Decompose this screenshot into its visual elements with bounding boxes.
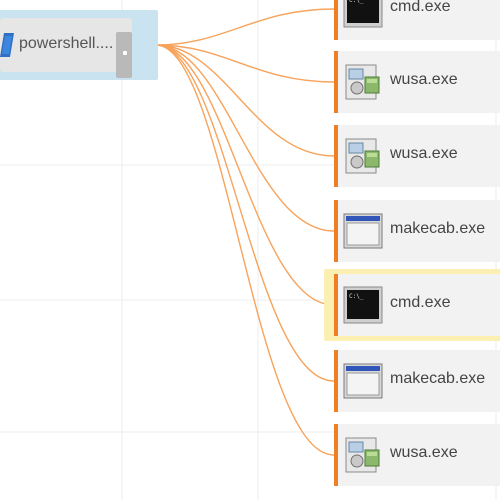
window-icon	[343, 213, 383, 249]
powershell-icon	[0, 33, 14, 57]
installer-icon	[345, 437, 380, 473]
edge-6	[155, 44, 335, 456]
handle-grip-icon	[123, 51, 127, 55]
child-process-label: wusa.exe	[390, 444, 458, 461]
node-accent-bar	[334, 350, 338, 412]
parent-process-box[interactable]: powershell....	[0, 18, 132, 72]
child-process-node-cmd-selected[interactable]: C:\_ cmd.exe	[334, 274, 500, 336]
child-process-node-makecab[interactable]: makecab.exe	[334, 350, 500, 412]
node-accent-bar	[334, 125, 338, 187]
parent-process-label: powershell....	[19, 35, 114, 52]
node-accent-bar	[334, 274, 338, 336]
expand-handle[interactable]	[116, 32, 132, 78]
child-process-label: cmd.exe	[390, 0, 451, 15]
node-accent-bar	[334, 0, 338, 40]
child-process-node-cmd[interactable]: C:\_ cmd.exe	[334, 0, 500, 40]
node-accent-bar	[334, 200, 338, 262]
child-process-node-wusa[interactable]: wusa.exe	[334, 424, 500, 486]
edge-0	[155, 8, 335, 46]
child-process-node-wusa[interactable]: wusa.exe	[334, 51, 500, 113]
window-icon	[343, 363, 383, 399]
child-process-label: wusa.exe	[390, 145, 458, 162]
child-process-label: makecab.exe	[390, 220, 486, 237]
svg-text:C:\_: C:\_	[349, 293, 364, 300]
child-process-label: cmd.exe	[390, 294, 451, 311]
node-accent-bar	[334, 424, 338, 486]
edge-3	[155, 44, 335, 232]
parent-process-node[interactable]: powershell....	[0, 10, 158, 80]
child-process-node-wusa[interactable]: wusa.exe	[334, 125, 500, 187]
child-process-label: wusa.exe	[390, 71, 458, 88]
console-icon: C:\_	[343, 286, 383, 324]
edge-1	[155, 44, 335, 83]
child-process-label: makecab.exe	[390, 370, 486, 387]
node-accent-bar	[334, 51, 338, 113]
edge-4	[155, 44, 335, 306]
child-process-node-makecab[interactable]: makecab.exe	[334, 200, 500, 262]
installer-icon	[345, 138, 380, 174]
console-icon: C:\_	[343, 0, 383, 28]
installer-icon	[345, 64, 380, 100]
svg-text:C:\_: C:\_	[349, 0, 364, 4]
edge-5	[155, 44, 335, 382]
edge-2	[155, 44, 335, 157]
